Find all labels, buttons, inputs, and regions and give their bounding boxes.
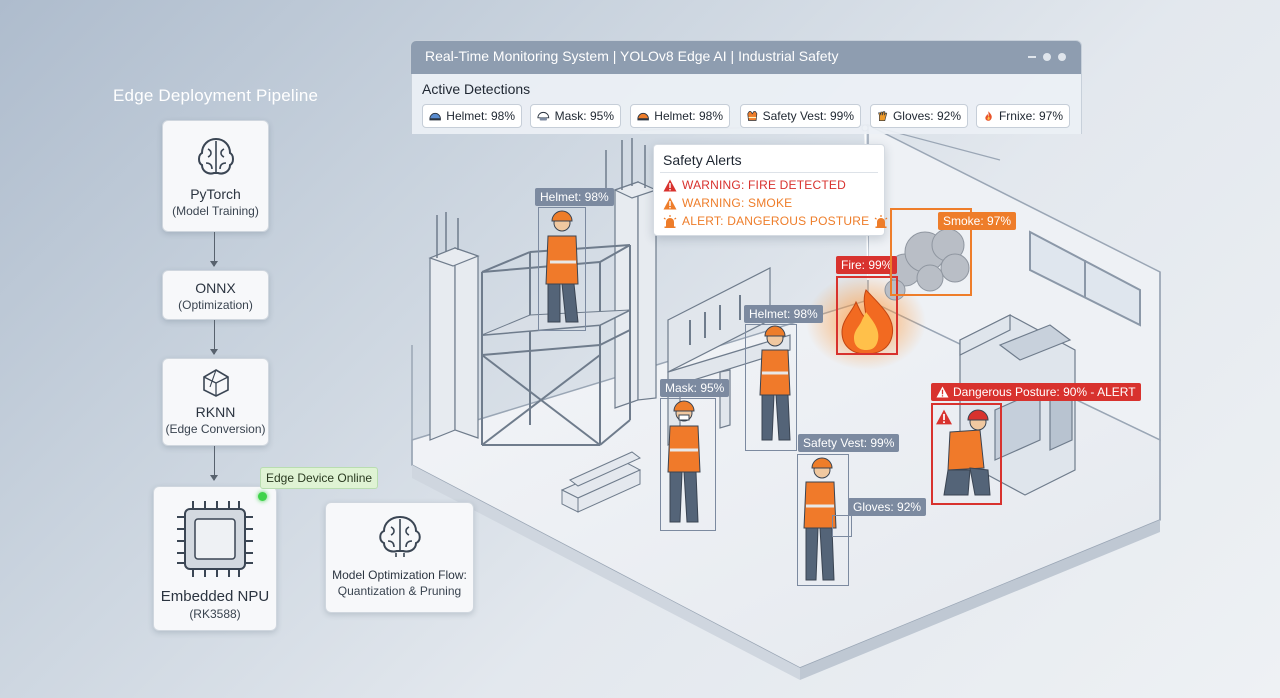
siren-icon	[663, 214, 677, 228]
detection-label-helmet-bench: Helmet: 98%	[744, 305, 823, 323]
siren-icon	[874, 214, 888, 228]
detection-chip-gloves[interactable]: Gloves: 92%	[870, 104, 968, 128]
warning-triangle-icon	[663, 197, 677, 209]
pipeline-step-rknn[interactable]: RKNN (Edge Conversion)	[162, 358, 269, 446]
alert-text: WARNING: FIRE DETECTED	[682, 178, 846, 192]
detection-label-posture: Dangerous Posture: 90% - ALERT	[931, 383, 1141, 401]
detection-box-mask[interactable]	[660, 398, 716, 531]
detection-box-gloves[interactable]	[832, 515, 852, 537]
step-name: RKNN	[195, 404, 236, 420]
detection-chip-helmet-orange[interactable]: Helmet: 98%	[630, 104, 730, 128]
warning-triangle-icon	[936, 386, 949, 398]
pipeline-step-pytorch[interactable]: PyTorch (Model Training)	[162, 120, 269, 232]
step-sub: (Edge Conversion)	[165, 422, 266, 436]
chip-icon	[177, 501, 253, 577]
step-sub: (Model Training)	[172, 204, 259, 218]
detection-box-helmet-scaffold[interactable]	[538, 207, 586, 331]
maximize-icon[interactable]	[1043, 53, 1051, 61]
chip-label: Gloves: 92%	[892, 109, 961, 123]
safety-alerts-title: Safety Alerts	[663, 152, 742, 168]
edge-device-status: Edge Device Online	[260, 467, 379, 489]
posture-label-text: Dangerous Posture: 90% - ALERT	[953, 385, 1136, 399]
helmet-icon	[429, 113, 441, 121]
close-icon[interactable]	[1058, 53, 1066, 61]
pipeline-arrow	[210, 320, 218, 355]
step-name: Embedded NPU	[160, 588, 270, 605]
detection-label-smoke: Smoke: 97%	[938, 212, 1017, 230]
step-sub: (RK3588)	[189, 607, 241, 621]
warning-triangle-icon	[663, 179, 677, 191]
optimization-sub: Quantization & Pruning	[337, 584, 462, 598]
window-title: Real-Time Monitoring System | YOLOv8 Edg…	[425, 48, 839, 64]
vest-icon	[747, 111, 758, 121]
glove-icon	[878, 111, 888, 122]
chip-label: Safety Vest: 99%	[762, 109, 854, 123]
detection-label-vest: Safety Vest: 99%	[798, 434, 900, 452]
divider	[660, 172, 878, 173]
detection-label-fire: Fire: 99%	[836, 256, 898, 274]
optimization-title: Model Optimization Flow:	[332, 568, 467, 582]
detection-box-posture[interactable]	[931, 403, 1002, 505]
chip-label: Mask: 95%	[554, 109, 614, 123]
warning-triangle-icon	[936, 409, 952, 425]
minimize-icon[interactable]	[1028, 56, 1036, 58]
detection-chip-fire[interactable]: Frnixe: 97%	[976, 104, 1070, 128]
alert-text: WARNING: SMOKE	[682, 196, 793, 210]
chip-label: Frnixe: 97%	[998, 109, 1063, 123]
detection-chip-helmet[interactable]: Helmet: 98%	[422, 104, 522, 128]
pipeline-title: Edge Deployment Pipeline	[113, 86, 319, 105]
detection-box-helmet-bench[interactable]	[745, 324, 797, 451]
detection-chip-vest[interactable]: Safety Vest: 99%	[740, 104, 861, 128]
mask-icon	[537, 112, 550, 121]
detection-box-smoke[interactable]	[890, 208, 972, 296]
step-sub: (Optimization)	[178, 298, 253, 312]
step-name: ONNX	[195, 280, 236, 296]
detection-label-helmet-scaffold: Helmet: 98%	[535, 188, 614, 206]
active-detections-title: Active Detections	[422, 81, 531, 97]
detection-label-mask: Mask: 95%	[660, 379, 730, 397]
optimization-flow-card[interactable]: Model Optimization Flow: Quantization & …	[325, 502, 474, 613]
pipeline-step-npu[interactable]: Embedded NPU (RK3588)	[153, 486, 277, 631]
detection-box-vest[interactable]	[797, 454, 849, 586]
pipeline-arrow	[210, 232, 218, 267]
alert-smoke[interactable]: WARNING: SMOKE	[663, 196, 792, 210]
safety-alerts-panel: Safety Alerts WARNING: FIRE DETECTED WAR…	[653, 144, 888, 236]
polyhedron-icon	[202, 369, 229, 397]
alert-fire[interactable]: WARNING: FIRE DETECTED	[663, 178, 846, 192]
detection-box-fire[interactable]	[836, 276, 898, 355]
brain-icon	[378, 515, 421, 557]
detection-chip-mask[interactable]: Mask: 95%	[530, 104, 621, 128]
chip-label: Helmet: 98%	[446, 109, 515, 123]
alert-text: ALERT: DANGEROUS POSTURE	[682, 214, 870, 228]
pipeline-arrow	[210, 446, 218, 481]
chip-label: Helmet: 98%	[654, 109, 723, 123]
alert-posture[interactable]: ALERT: DANGEROUS POSTURE	[663, 214, 888, 228]
pipeline-step-onnx[interactable]: ONNX (Optimization)	[162, 270, 269, 320]
step-name: PyTorch	[190, 186, 241, 202]
helmet-icon	[637, 113, 649, 121]
detection-label-gloves: Gloves: 92%	[848, 498, 927, 516]
fire-icon	[985, 111, 992, 121]
status-led-icon	[258, 492, 267, 501]
brain-icon	[197, 137, 234, 175]
